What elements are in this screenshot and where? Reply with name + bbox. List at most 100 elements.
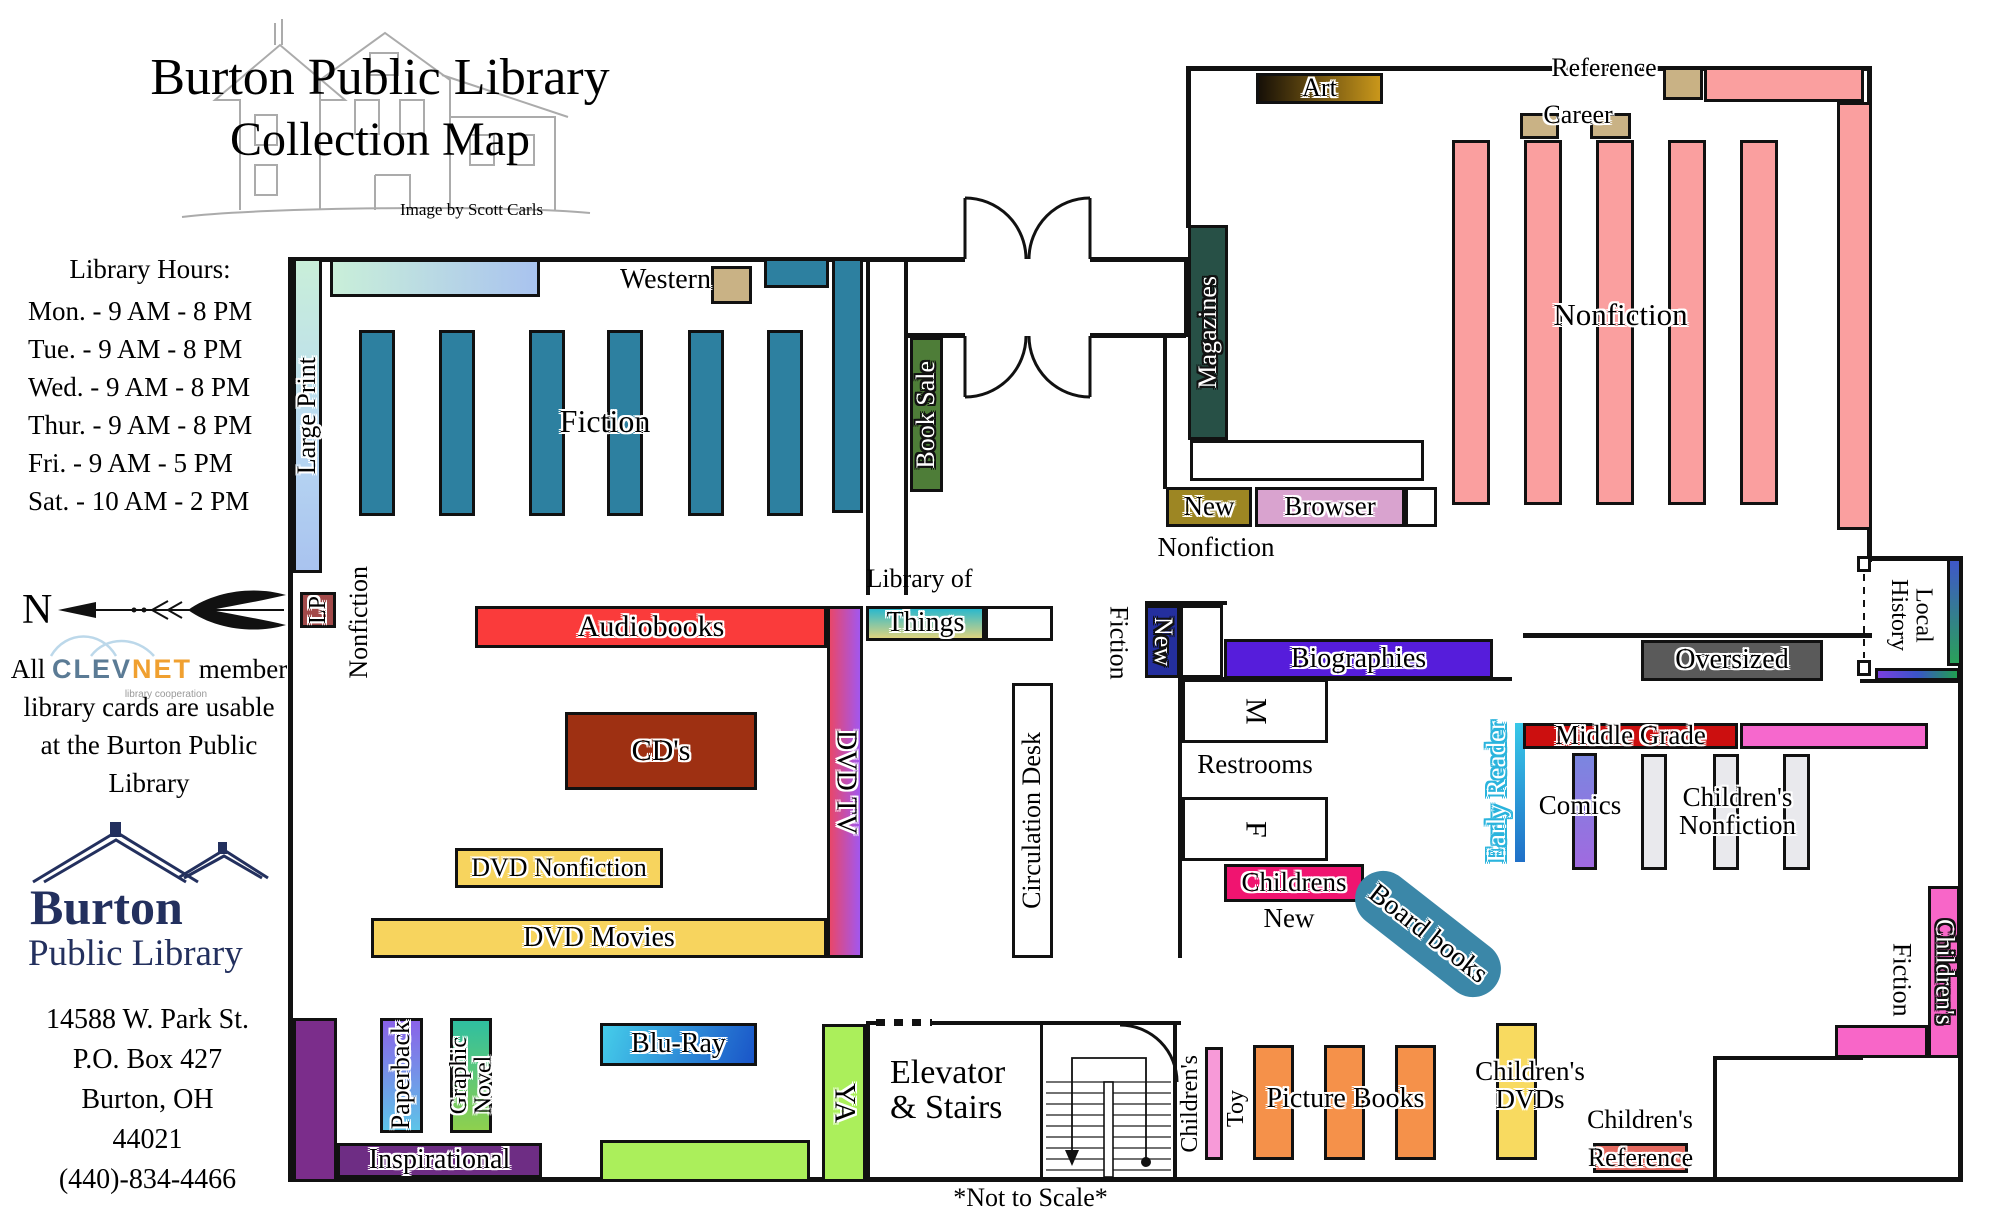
hours-line: Tue. - 9 AM - 8 PM [28,334,243,364]
local-history-vert-bar [1947,558,1962,666]
comics-label-text: Comics [1538,790,1622,821]
wall-segment [1186,66,1872,71]
book-sale: Book Sale [910,337,943,492]
childrens-nonfiction-col-1 [1641,754,1667,870]
wall-segment [1090,333,1186,338]
not-to-scale: *Not to Scale* [933,1184,1128,1212]
paperback: Paperback [380,1018,423,1133]
new-nonfiction: New [1166,487,1252,527]
lp-block: LP [300,592,336,628]
ya-bar-label: YA [828,1082,862,1123]
new-fiction-white-box [1180,605,1223,678]
new-fiction-caption-text: Fiction [1104,606,1134,680]
compass-arrow-icon [58,590,287,630]
wall-segment [908,333,965,338]
wall-segment [1713,1056,1717,1182]
cds-label: CD's [631,733,691,767]
picture-books-col-1 [1253,1045,1294,1160]
restroom-f: F [1182,797,1328,861]
address-line: P.O. Box 427 [72,1044,223,1075]
picture-books-label-text: Picture Books [1266,1082,1425,1114]
magazines-label: Magazines [1192,276,1222,389]
hours-line: Sat. - 10 AM - 2 PM [28,486,250,516]
middle-grade-pink [1740,723,1928,749]
fiction-col-5 [688,330,724,516]
elevator-dashed-opening [876,1019,932,1026]
graphic-novel-label: Graphic Novel [445,1036,496,1115]
childrens-new: Childrens [1224,864,1364,902]
entry-doors-top-icon [963,196,1092,260]
address-line: Burton, OH [81,1084,214,1115]
nonfiction-label: Nonfiction [1538,298,1703,332]
wall-segment [1163,333,1167,489]
childrens-reference-caption: Children's [1578,1106,1702,1134]
local-history-door-bottom [1857,660,1871,676]
lp-nonfiction-label-text: Nonfiction [343,566,373,679]
nonfiction-top-bar [1704,67,1864,102]
nonfiction-col-4 [1668,140,1706,505]
biographies-label: Biographies [1290,642,1427,674]
browser-label: Browser [1284,491,1376,522]
career-cap-2 [1590,113,1631,139]
address-line: 44021 [112,1124,183,1155]
middle-grade-red-label: Middle Grade [1555,720,1706,751]
childrens-dvds-col [1496,1023,1537,1160]
browser: Browser [1255,487,1405,527]
fiction-label-text: Fiction [559,402,651,439]
wall-segment [870,257,965,262]
wall-segment [1860,679,1963,683]
hours-line: Thur. - 9 AM - 8 PM [28,410,253,440]
hours-line: Wed. - 9 AM - 8 PM [28,372,251,402]
dvd-nonfiction-label: DVD Nonfiction [471,852,647,882]
childrens-toy-bar [1205,1047,1223,1160]
large-print-label: Large Print [292,356,322,475]
circulation-desk: Circulation Desk [1012,683,1053,958]
clevnet-subtitle: library cooperation [124,689,208,700]
childrens-toy-label: Children's [1176,1043,1204,1165]
address-line: 14588 W. Park St. [45,1004,250,1035]
nonfiction-col-1 [1452,140,1490,505]
wall-segment [1523,633,1872,638]
page-title-line1: Burton Public Library [150,49,610,106]
mags-white-bar [1190,440,1424,481]
nonfiction-col-5 [1740,140,1778,505]
image-credit: Image by Scott Carls [400,200,544,219]
paperback-label: Paperback [386,1021,416,1130]
wall-segment [1040,1021,1043,1182]
fiction-tall-col [832,258,863,513]
library-of-label: Library of [852,565,987,592]
board-books: Board books [1343,859,1513,1009]
art-label: Art [1302,73,1337,103]
childrens-nonfiction-col-2 [1713,754,1739,870]
childrens-nonfiction-label-text: Children's Nonfiction [1679,782,1796,840]
local-history-horiz-bar [1875,668,1960,681]
western-label-text: Western [619,263,712,295]
comics-bar [1572,753,1597,870]
oversized: Oversized [1641,640,1823,681]
stairs-icon [1046,1057,1171,1178]
entry-doors-bottom-icon [963,335,1092,399]
new-nonfiction-caption-text: Nonfiction [1157,532,1275,563]
dvd-movies: DVD Movies [371,918,827,958]
childrens-new-label: Childrens [1241,867,1347,898]
newbrowser-end [1405,487,1437,527]
fiction-col-3 [529,330,565,516]
picture-books-label: Picture Books [1253,1083,1438,1115]
wall-segment [866,1021,870,1182]
dvd-tv: DVD TV [827,606,863,958]
things-block: Things [866,606,985,641]
purple-block [293,1018,337,1182]
new-fiction-label: New [1148,616,1178,667]
fiction-col-1 [359,330,395,516]
elevator-label: Elevator & Stairs [890,1046,1055,1136]
early-reader-label: Early Reader [1480,708,1514,876]
not-to-scale-text: *Not to Scale* [953,1182,1108,1212]
wall-segment [866,257,870,595]
page-title-line2: Collection Map [230,113,530,166]
clevnet-note-line: library cards are usable [23,692,275,722]
new-fiction: New [1145,605,1180,678]
wall-segment [1184,257,1188,337]
nonfiction-label-text: Nonfiction [1553,297,1688,333]
